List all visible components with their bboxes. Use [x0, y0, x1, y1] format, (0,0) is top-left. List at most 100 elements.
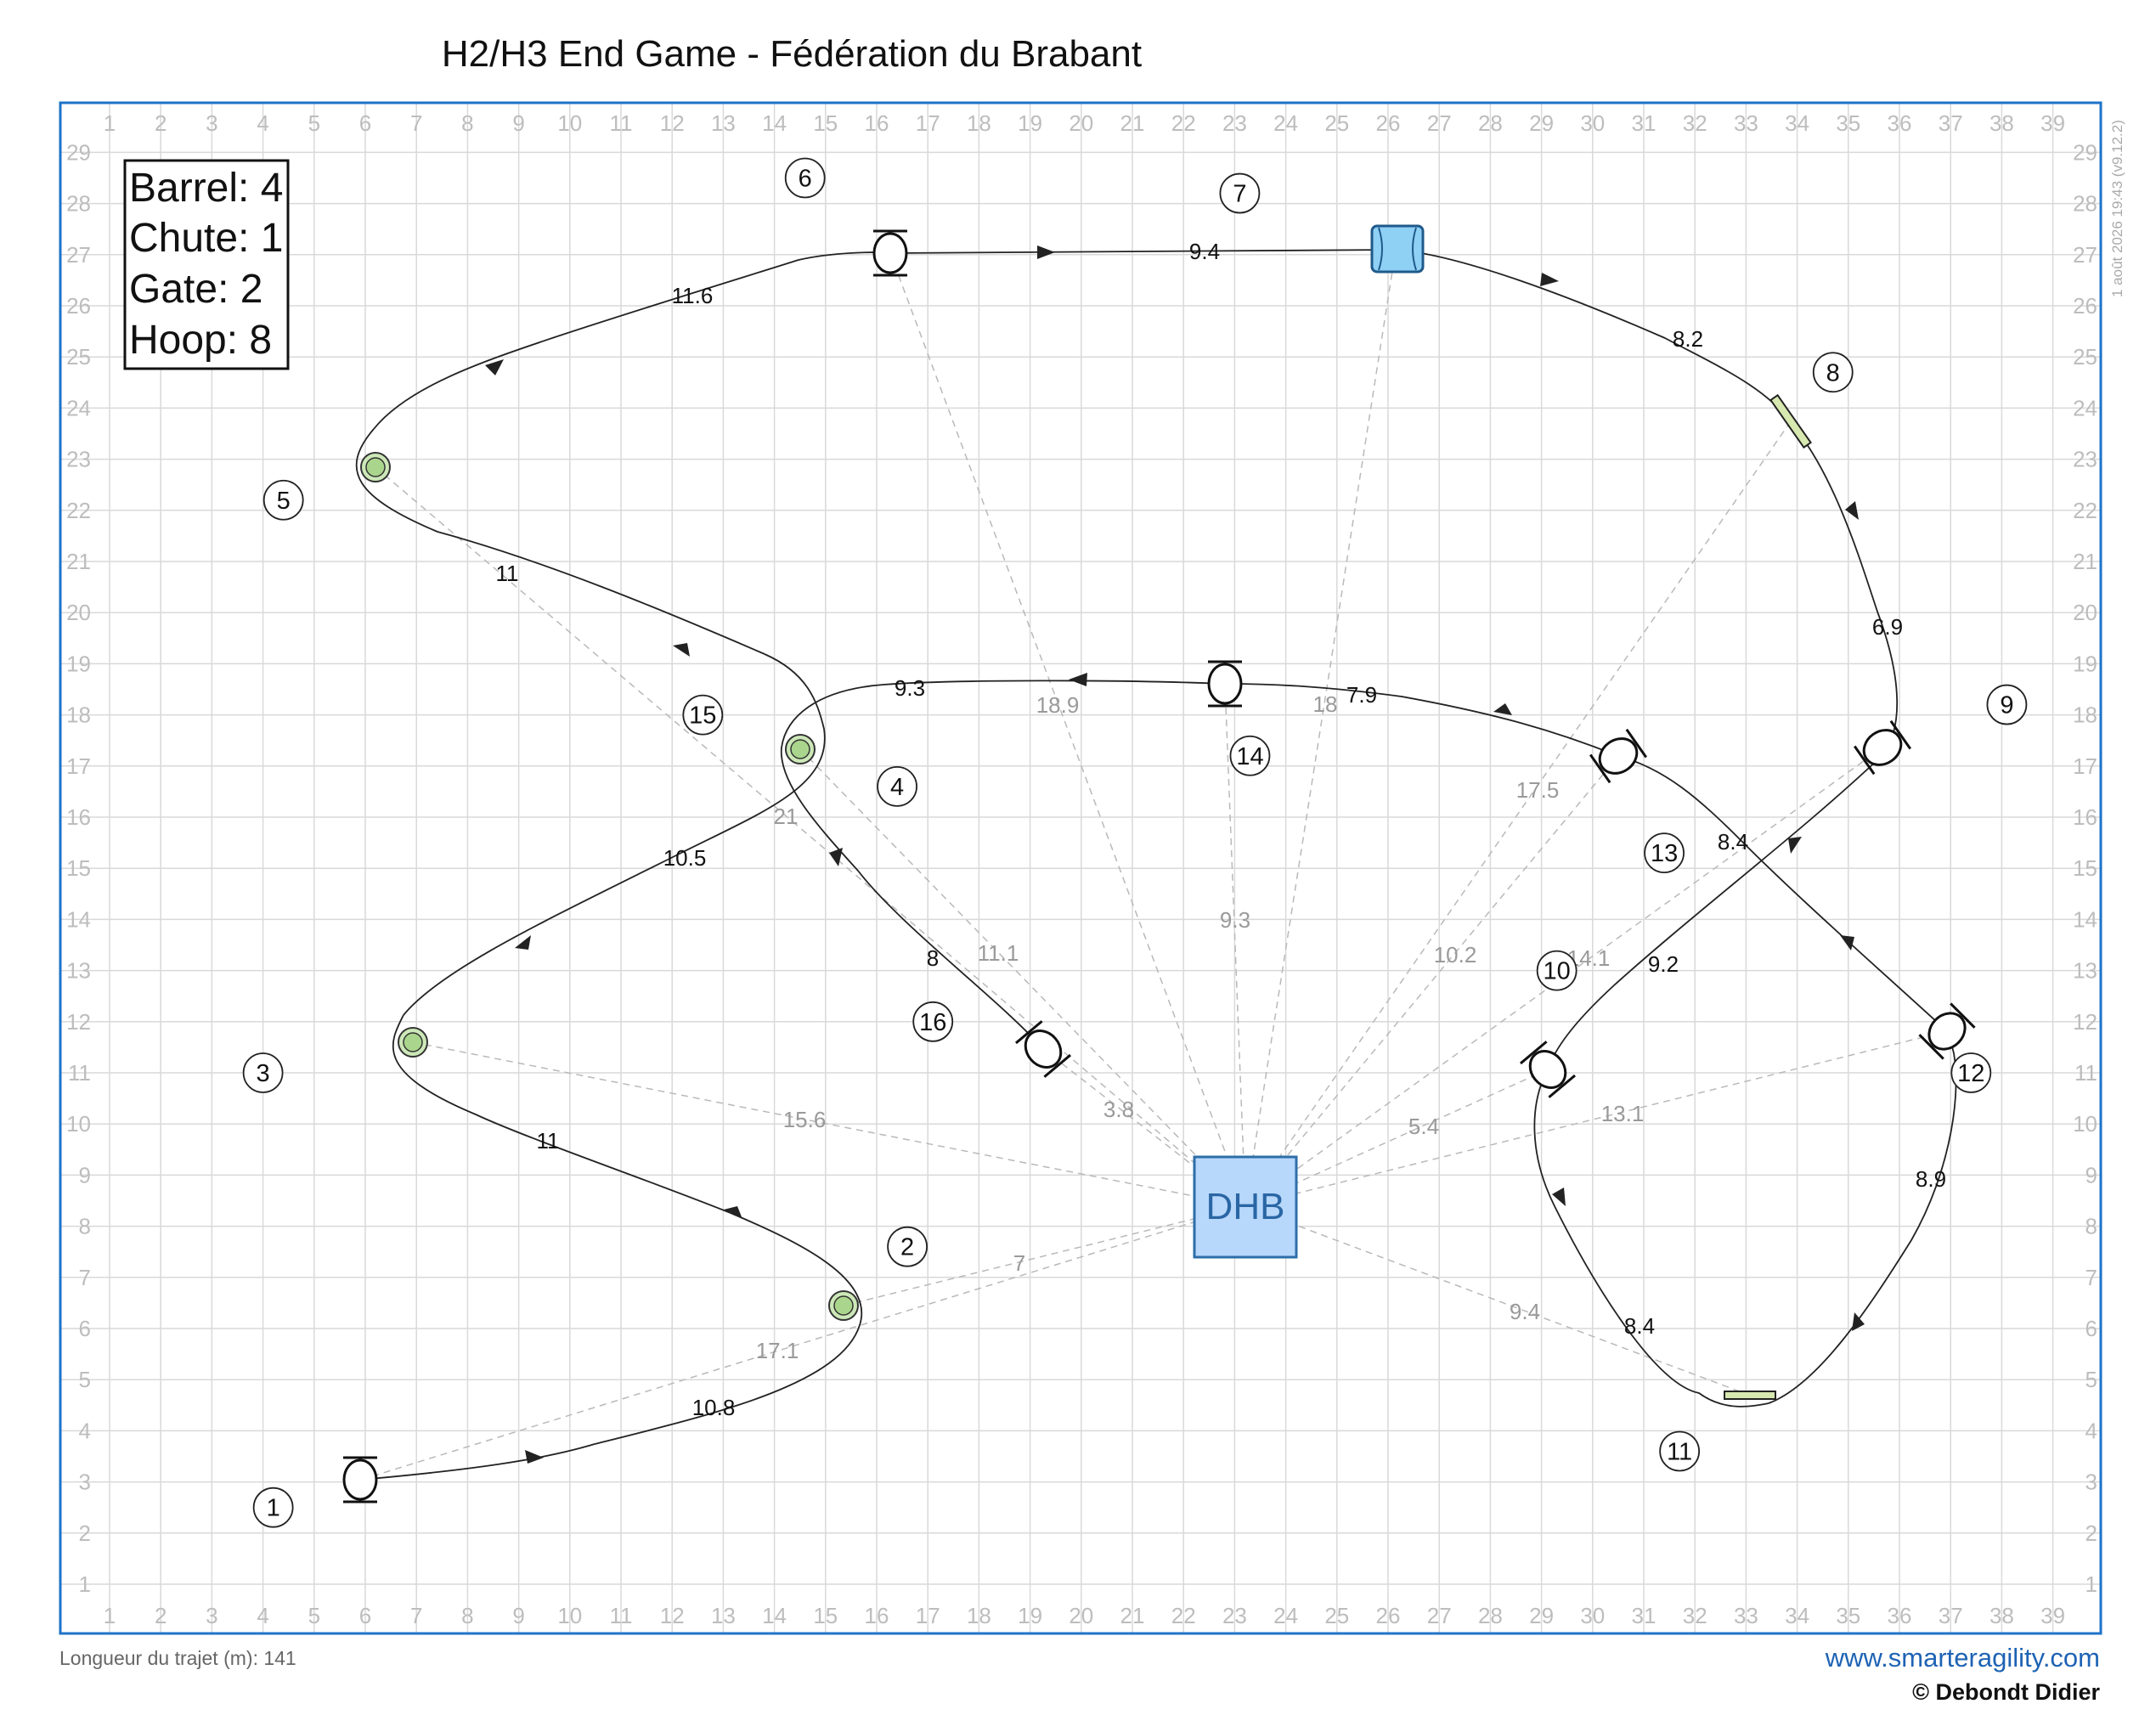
y-tick-left: 14 [66, 906, 91, 932]
obstacle-number-14: 14 [1229, 735, 1271, 776]
svg-text:16: 16 [919, 1009, 946, 1036]
y-tick-left: 3 [79, 1470, 91, 1495]
obstacle-number-5: 5 [262, 479, 304, 521]
handler-distance-label: 18.9 [1036, 692, 1080, 718]
count-gate: Gate: 2 [129, 267, 262, 312]
x-tick-top: 8 [461, 110, 473, 136]
y-tick-right: 6 [2085, 1316, 2097, 1341]
y-tick-left: 28 [66, 191, 91, 217]
y-tick-right: 9 [2085, 1162, 2097, 1188]
x-tick-bottom: 27 [1427, 1603, 1452, 1628]
y-tick-left: 29 [66, 139, 91, 165]
obstacle-number-8: 8 [1812, 352, 1854, 393]
x-tick-top: 37 [1939, 110, 1963, 136]
x-tick-top: 15 [813, 110, 838, 136]
x-tick-bottom: 12 [660, 1603, 685, 1628]
y-tick-right: 20 [2073, 600, 2097, 625]
handler-box: DHB [1193, 1155, 1298, 1259]
x-tick-top: 27 [1427, 110, 1452, 136]
y-tick-right: 18 [2073, 702, 2097, 728]
x-tick-top: 17 [916, 110, 940, 136]
x-tick-top: 1 [104, 110, 116, 136]
obstacle-number-11: 11 [1659, 1430, 1701, 1472]
x-tick-bottom: 3 [206, 1603, 217, 1628]
segment-length-label: 10.8 [692, 1395, 736, 1420]
x-tick-bottom: 16 [865, 1603, 889, 1628]
y-tick-left: 26 [66, 293, 91, 319]
obstacle-number-6: 6 [784, 157, 826, 199]
x-tick-top: 34 [1785, 110, 1809, 136]
y-tick-left: 21 [66, 549, 91, 574]
obstacle-number-7: 7 [1219, 172, 1261, 214]
y-tick-right: 10 [2073, 1111, 2097, 1137]
segment-length-label: 8.4 [1718, 829, 1748, 855]
segment-length-label: 7.9 [1346, 682, 1377, 708]
x-tick-bottom: 31 [1632, 1603, 1657, 1628]
handler-distance-label: 10.2 [1434, 942, 1477, 968]
svg-text:10: 10 [1544, 958, 1571, 985]
obstacle-number-4: 4 [877, 765, 917, 807]
course-grid [60, 103, 2101, 1633]
x-tick-top: 38 [1990, 110, 2014, 136]
segment-length-label: 8.9 [1916, 1166, 1946, 1192]
obstacle-number-12: 12 [1950, 1052, 1992, 1093]
y-tick-right: 7 [2085, 1265, 2097, 1290]
x-tick-bottom: 28 [1478, 1603, 1503, 1628]
y-tick-left: 24 [66, 395, 91, 420]
handler-distance-label: 9.3 [1220, 907, 1250, 933]
obstacle-number-1: 1 [252, 1487, 294, 1528]
site-link[interactable]: www.smarteragility.com [1825, 1643, 2100, 1673]
segment-length-label: 9.3 [895, 675, 925, 701]
y-tick-left: 4 [79, 1418, 91, 1443]
y-tick-right: 26 [2073, 293, 2097, 319]
svg-text:14: 14 [1236, 743, 1263, 770]
segment-length-label: 8.2 [1673, 326, 1703, 352]
x-tick-bottom: 13 [711, 1603, 736, 1628]
x-tick-bottom: 4 [257, 1603, 268, 1628]
y-tick-right: 11 [2074, 1060, 2097, 1086]
handler-distance-label: 21 [774, 804, 799, 829]
segment-length-label: 6.9 [1872, 614, 1903, 640]
handler-distance-lines [360, 249, 1948, 1481]
x-tick-top: 9 [512, 110, 524, 136]
x-tick-top: 26 [1376, 110, 1401, 136]
course-path [355, 245, 1957, 1481]
y-tick-right: 17 [2073, 753, 2097, 779]
x-tick-bottom: 17 [916, 1603, 940, 1628]
version-note: 1 août 2026 19:43 (v9.12.2) [2109, 120, 2125, 297]
x-tick-bottom: 33 [1734, 1603, 1758, 1628]
svg-text:6: 6 [799, 166, 812, 193]
y-tick-right: 8 [2085, 1214, 2097, 1239]
path-length: Longueur du trajet (m): 141 [59, 1647, 296, 1669]
barrel-4-icon [785, 734, 816, 764]
y-tick-left: 10 [66, 1111, 91, 1137]
x-tick-top: 33 [1734, 110, 1758, 136]
barrel-2-icon [828, 1290, 859, 1321]
x-tick-top: 13 [711, 110, 736, 136]
y-tick-right: 2 [2085, 1520, 2097, 1546]
x-tick-bottom: 10 [557, 1603, 582, 1628]
x-tick-top: 39 [2040, 110, 2065, 136]
y-tick-left: 6 [79, 1316, 91, 1341]
handler-distance-label: 17.1 [756, 1338, 799, 1363]
y-tick-left: 20 [66, 600, 91, 625]
x-tick-top: 11 [610, 110, 633, 136]
count-hoop: Hoop: 8 [129, 318, 272, 363]
handler-distance-label: 15.6 [783, 1107, 827, 1132]
x-tick-bottom: 26 [1376, 1603, 1401, 1628]
x-tick-top: 29 [1529, 110, 1554, 136]
x-tick-bottom: 19 [1018, 1603, 1042, 1628]
x-tick-top: 10 [557, 110, 582, 136]
segment-length-label: 9.4 [1189, 239, 1220, 264]
x-tick-bottom: 1 [104, 1603, 116, 1628]
x-tick-bottom: 24 [1273, 1603, 1298, 1628]
barrel-3-icon [398, 1027, 428, 1058]
x-tick-top: 6 [359, 110, 371, 136]
x-tick-top: 21 [1120, 110, 1145, 136]
svg-text:1: 1 [267, 1495, 280, 1522]
x-tick-top: 36 [1888, 110, 1912, 136]
x-tick-bottom: 39 [2040, 1603, 2065, 1628]
x-tick-top: 4 [257, 110, 268, 136]
y-tick-left: 7 [79, 1265, 91, 1290]
